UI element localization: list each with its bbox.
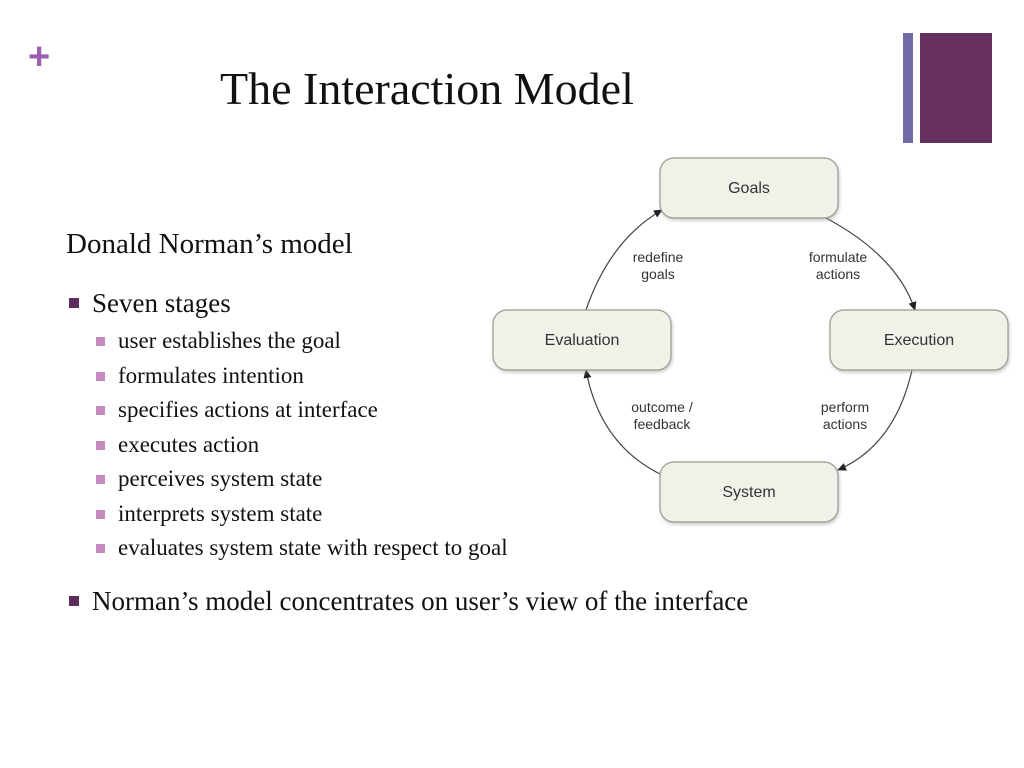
edge-label-formulate-actions: formulate actions (809, 249, 868, 282)
sub-bullet-text: executes action (118, 431, 260, 457)
sub-bullet-text: formulates intention (118, 362, 304, 388)
sub-bullet-list: user establishes the goal formulates int… (92, 324, 856, 566)
sub-bullet-square-icon (96, 475, 105, 484)
node-execution-label: Execution (884, 332, 954, 349)
sub-bullet-square-icon (96, 337, 105, 346)
slide-subtitle: Donald Norman’s model (66, 228, 353, 260)
plus-icon: + (28, 36, 51, 78)
bullet-square-icon (69, 298, 79, 308)
node-goals: Goals (659, 157, 839, 219)
edge-label-line: perform (821, 399, 869, 415)
edge-label-line: formulate (809, 249, 868, 265)
bullet-text: Seven stages (92, 288, 231, 318)
sub-bullet-item: specifies actions at interface (92, 393, 856, 428)
decorative-bar-thick (920, 33, 992, 143)
sub-bullet-item: user establishes the goal (92, 324, 856, 359)
edge-label-redefine-goals: redefine goals (633, 249, 684, 282)
node-system-label: System (722, 484, 775, 501)
interaction-model-diagram: Goals Execution System Evaluation formul… (492, 157, 1009, 523)
sub-bullet-text: interprets system state (118, 500, 323, 526)
edge-label-line: actions (823, 416, 867, 432)
sub-bullet-square-icon (96, 440, 105, 450)
sub-bullet-square-icon (96, 509, 105, 519)
node-evaluation: Evaluation (492, 309, 672, 371)
edge-label-line: outcome / (631, 399, 693, 415)
node-execution: Execution (829, 309, 1009, 371)
arrow-goals-to-execution (809, 209, 917, 311)
sub-bullet-text: perceives system state (118, 466, 323, 491)
edge-label-perform-actions: perform actions (821, 399, 869, 432)
edge-label-line: actions (816, 266, 860, 282)
sub-bullet-text: user establishes the goal (118, 328, 341, 353)
sub-bullet-item: evaluates system state with respect to g… (92, 531, 856, 566)
edge-label-line: redefine (633, 249, 684, 265)
sub-bullet-item: formulates intention (92, 359, 856, 394)
sub-bullet-text: specifies actions at interface (118, 397, 378, 422)
bullet-square-icon (69, 595, 79, 606)
edge-label-line: goals (641, 266, 674, 282)
sub-bullet-item: perceives system state (92, 462, 856, 497)
node-evaluation-label: Evaluation (545, 332, 620, 349)
bullet-text: Norman’s model concentrates on user’s vi… (92, 585, 749, 616)
bullet-list: Seven stages user establishes the goal f… (66, 288, 856, 616)
sub-bullet-text: evaluates system state with respect to g… (118, 535, 508, 560)
sub-bullet-item: interprets system state (92, 497, 856, 532)
sub-bullet-item: executes action (92, 428, 856, 463)
edge-label-outcome-feedback: outcome / feedback (631, 399, 693, 432)
arrow-execution-to-system (837, 369, 913, 471)
sub-bullet-square-icon (96, 544, 105, 553)
decorative-bar-thin (903, 33, 913, 143)
bullet-item: Norman’s model concentrates on user’s vi… (66, 586, 856, 616)
node-goals-label: Goals (728, 180, 770, 197)
arrow-evaluation-to-goals (585, 209, 663, 311)
slide-title: The Interaction Model (220, 63, 634, 114)
node-system: System (659, 461, 839, 523)
arrow-system-to-evaluation (583, 369, 663, 476)
sub-bullet-square-icon (96, 406, 105, 415)
bullet-item: Seven stages user establishes the goal f… (66, 288, 856, 566)
edge-label-line: feedback (634, 416, 692, 432)
sub-bullet-square-icon (96, 371, 105, 381)
